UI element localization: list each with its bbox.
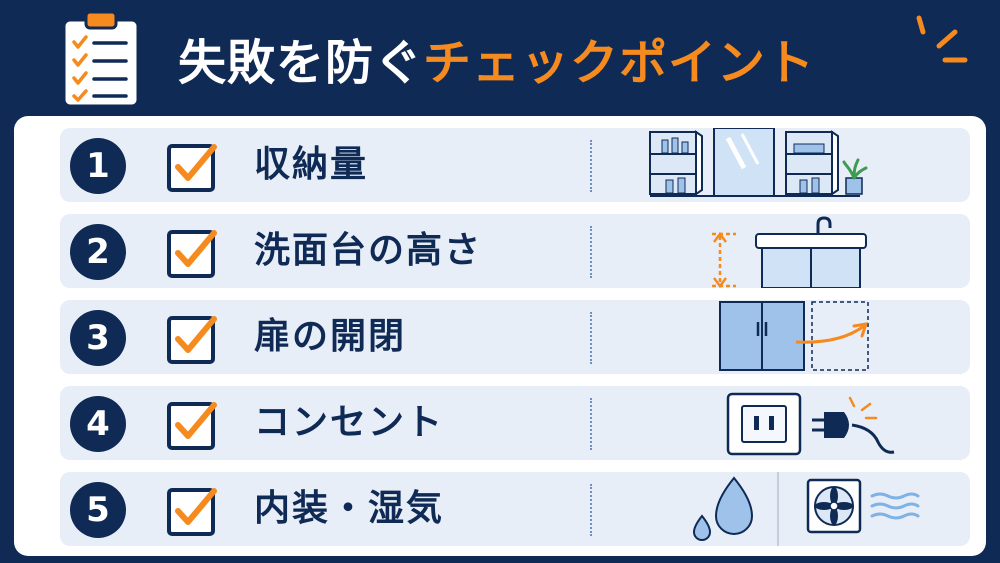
outlet-plug-icon xyxy=(726,392,895,456)
item-number: 1 xyxy=(70,138,126,194)
item-label: 収納量 xyxy=(254,144,369,185)
dotted-divider xyxy=(590,312,592,364)
checkbox-checked-icon xyxy=(167,316,217,364)
list-item: 2 洗面台の高さ xyxy=(60,214,970,288)
page-title: 失敗を防ぐチェックポイント xyxy=(178,28,815,98)
storage-cabinet-icon xyxy=(649,128,868,197)
vanity-height-icon xyxy=(712,216,867,288)
list-item: 4 コンセント xyxy=(60,386,970,460)
moisture-fan-icon xyxy=(692,472,920,546)
emphasis-burst-icon xyxy=(916,15,968,63)
list-item: 5 内装・湿気 xyxy=(60,472,970,546)
checklist-card: 1 収納量 xyxy=(14,116,986,556)
title-white-part: 失敗を防ぐ xyxy=(178,35,424,91)
dotted-divider xyxy=(590,226,592,278)
item-label: 内装・湿気 xyxy=(254,488,445,529)
checkbox-checked-icon xyxy=(167,488,217,536)
dotted-divider xyxy=(590,140,592,192)
item-label: 洗面台の高さ xyxy=(254,230,483,271)
item-number: 5 xyxy=(70,482,126,538)
checkbox-checked-icon xyxy=(167,144,217,192)
item-number: 3 xyxy=(70,310,126,366)
checkbox-checked-icon xyxy=(167,402,217,450)
door-swing-icon xyxy=(719,301,869,371)
clipboard-checklist-icon xyxy=(62,10,140,108)
dotted-divider xyxy=(590,398,592,450)
list-item: 3 扉の開閉 xyxy=(60,300,970,374)
item-label: コンセント xyxy=(254,402,445,443)
title-orange-part: チェックポイント xyxy=(423,35,816,91)
dotted-divider xyxy=(590,484,592,536)
checkbox-checked-icon xyxy=(167,230,217,278)
list-item: 1 収納量 xyxy=(60,128,970,202)
item-label: 扉の開閉 xyxy=(254,316,407,357)
header: 失敗を防ぐチェックポイント xyxy=(0,0,1000,118)
item-number: 2 xyxy=(70,224,126,280)
item-number: 4 xyxy=(70,396,126,452)
